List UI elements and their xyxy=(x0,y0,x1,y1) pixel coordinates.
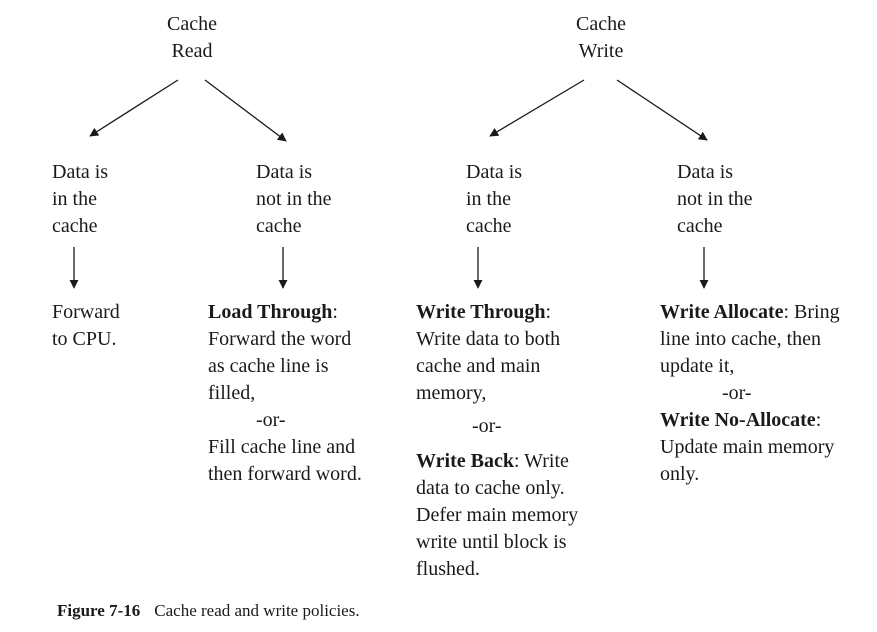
write-no-allocate-label: Write No-Allocate xyxy=(660,409,816,431)
write-miss-condition: Data is not in the cache xyxy=(677,161,753,237)
arrow-write-to-hit xyxy=(489,79,585,137)
arrow-read-to-hit xyxy=(89,79,179,137)
write-hit-action: Write Through: Write data to both cache … xyxy=(416,301,579,580)
arrow-write-to-miss xyxy=(616,79,708,141)
write-miss-action: Write Allocate: Bring line into cache, t… xyxy=(660,301,840,485)
cache-read-title: Cache Read xyxy=(167,13,217,62)
read-miss-or: -or- xyxy=(256,409,286,431)
read-hit-condition: Data is in the cache xyxy=(52,161,109,237)
read-miss-action: Load Through: Forward the word as cache … xyxy=(208,301,362,485)
write-miss-or: -or- xyxy=(722,382,752,404)
write-through-label: Write Through xyxy=(416,301,546,323)
figure-caption-text: Cache read and write policies. xyxy=(154,601,360,620)
read-miss-condition: Data is not in the cache xyxy=(256,161,332,237)
write-hit-condition: Data is in the cache xyxy=(466,161,523,237)
cache-write-title: Cache Write xyxy=(576,13,626,62)
write-hit-or: -or- xyxy=(472,415,502,437)
arrow-read-to-miss xyxy=(204,79,287,142)
write-allocate-label: Write Allocate xyxy=(660,301,784,323)
figure-caption: Figure 7-16 Cache read and write policies… xyxy=(57,601,360,621)
write-back-label: Write Back xyxy=(416,450,514,472)
figure-number: Figure 7-16 xyxy=(57,601,141,620)
load-through-label: Load Through xyxy=(208,301,333,323)
read-hit-action: Forward to CPU. xyxy=(52,301,120,350)
